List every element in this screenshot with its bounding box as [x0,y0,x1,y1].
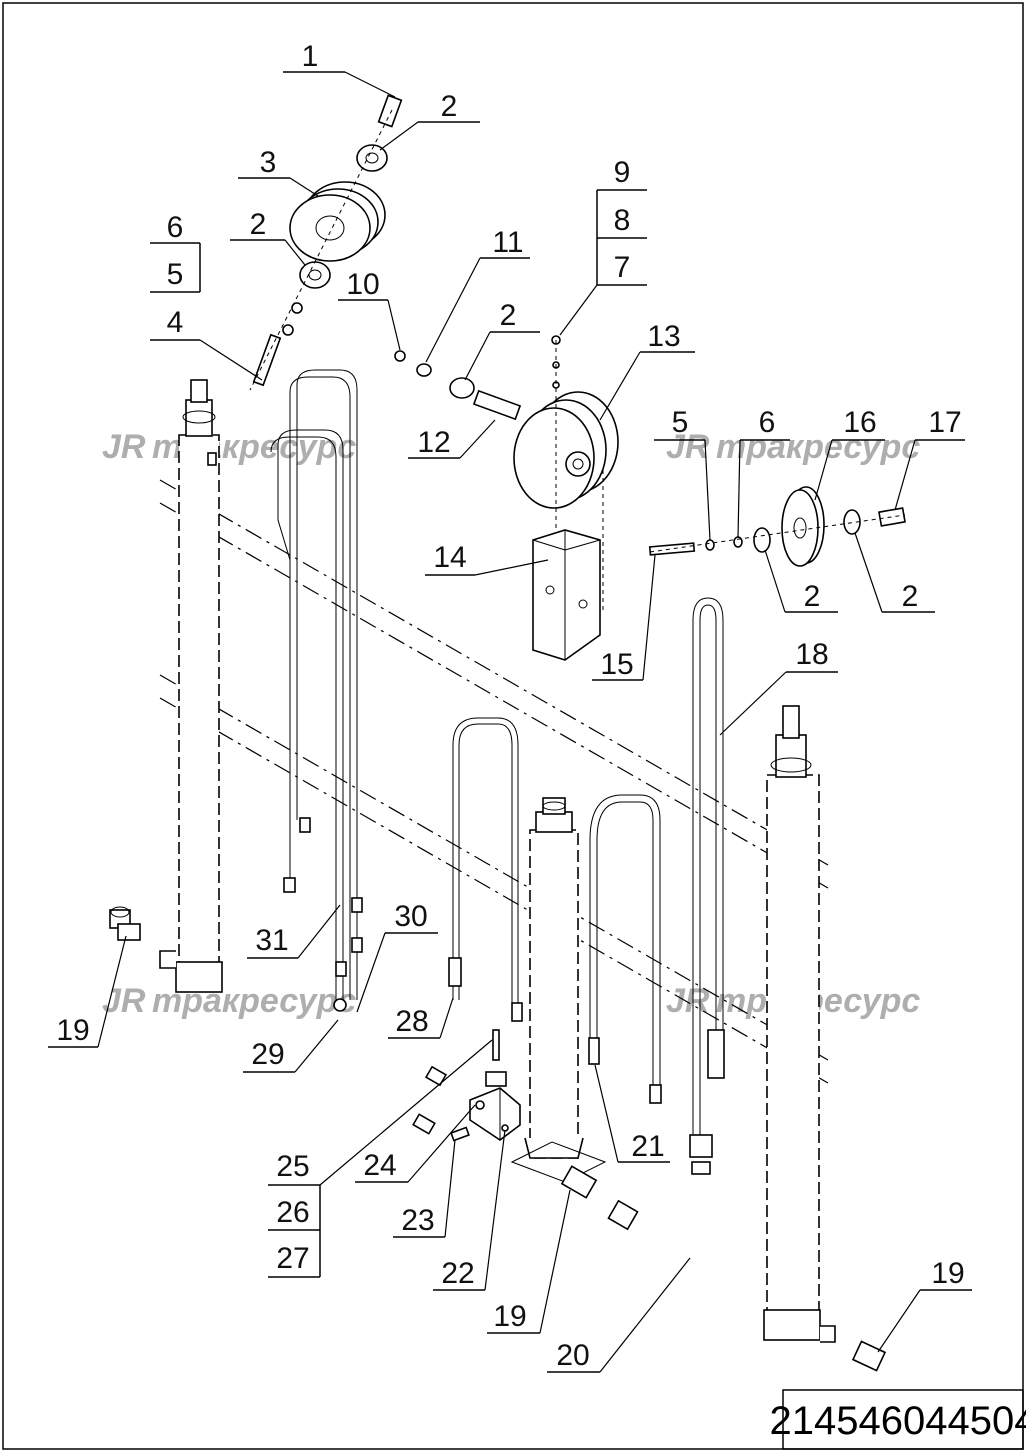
label-22: 22 [441,1257,474,1290]
label-2: 2 [500,299,517,332]
label-11: 11 [492,226,523,259]
elbow-19-right [851,1340,887,1372]
valve-block-22 [450,1029,521,1142]
middle-cylinder [510,797,607,1183]
document-code: 214546044504 [770,1399,1026,1443]
label-8: 8 [614,204,631,237]
label-2: 2 [804,580,821,613]
label-16: 16 [843,406,876,439]
label-19: 19 [56,1014,89,1047]
label-19: 19 [931,1257,964,1290]
label-28: 28 [395,1005,428,1038]
watermark-3: JR тракресурс [102,982,356,1020]
svg-text:JR: JR [666,982,710,1020]
label-30: 30 [394,900,427,933]
label-5: 5 [167,258,184,291]
pulley-13-assembly [394,335,619,660]
elbow-19-center [560,1165,598,1199]
hose-21-loop [588,794,662,1104]
label-15: 15 [600,648,633,681]
svg-text:JR: JR [666,428,710,466]
elbow-19-left [109,906,141,941]
hose-18-loop [689,597,725,1175]
hose-center-loop [448,717,523,1022]
label-2: 2 [441,90,458,123]
boom-outline [159,479,829,1084]
label-31: 31 [255,924,288,957]
label-6: 6 [759,406,776,439]
svg-text:JR: JR [102,428,146,466]
leader-lines [48,71,972,1373]
pipe-20 [607,1175,702,1258]
position-labels: 1 2 3 2 6 5 4 9 8 7 10 11 2 13 12 14 5 6… [56,40,964,1372]
label-13: 13 [647,320,680,353]
label-29: 29 [251,1038,284,1071]
label-24: 24 [363,1149,396,1182]
bracket-14 [532,529,601,661]
label-17: 17 [928,406,961,439]
right-lift-cylinder [763,705,836,1343]
label-5: 5 [672,406,689,439]
label-25: 25 [276,1150,309,1183]
hose-secondary-loop [270,429,363,1000]
label-20: 20 [556,1339,589,1372]
watermark-2: JR тракресурс [666,428,920,466]
label-1: 1 [302,40,319,73]
label-12: 12 [417,426,450,459]
hose-31-loop [283,369,358,1000]
label-6: 6 [167,211,184,244]
label-9: 9 [614,156,631,189]
left-lift-cylinder [159,379,223,993]
label-2: 2 [250,208,267,241]
label-14: 14 [433,541,466,574]
label-23: 23 [401,1204,434,1237]
watermark-1: JR тракресурс [102,428,356,466]
label-4: 4 [167,306,184,339]
label-26: 26 [276,1196,309,1229]
label-19: 19 [493,1300,526,1333]
document-code-box: 214546044504 [770,1389,1026,1450]
svg-text:JR: JR [102,982,146,1020]
svg-text:тракресурс: тракресурс [716,428,920,466]
pulley-16-assembly [648,486,906,567]
label-21: 21 [631,1130,664,1163]
pipes-29-30 [333,998,448,1135]
label-7: 7 [614,251,631,284]
label-3: 3 [260,146,277,179]
label-10: 10 [346,268,379,301]
label-18: 18 [795,638,828,671]
label-27: 27 [276,1242,309,1275]
label-2: 2 [902,580,919,613]
pulley-3-assembly [249,94,403,391]
